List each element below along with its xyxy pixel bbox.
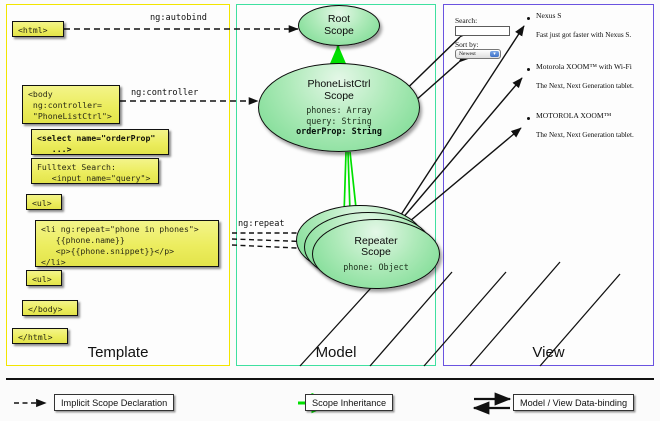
template-box-html-open[interactable]: <html> (12, 21, 64, 37)
scope-phonelistctrl-props-plain: phones: Array query: String (306, 105, 372, 126)
template-box-select-orderprop[interactable]: <select name="orderProp" ...> (31, 129, 169, 155)
scope-repeater-props: phone: Object (343, 262, 409, 273)
view-phone-name[interactable]: Motorola XOOM™ with Wi-Fi (536, 62, 632, 71)
list-bullet (527, 68, 530, 71)
label-ng-controller: ng:controller (131, 88, 199, 98)
view-search-label: Search: (455, 16, 478, 25)
view-phone-name[interactable]: MOTOROLA XOOM™ (536, 111, 612, 120)
view-phone-snippet: The Next, Next Generation tablet. (536, 131, 634, 139)
template-box-body-close[interactable]: </body> (22, 300, 78, 316)
panel-model: Model (236, 4, 436, 366)
template-box-ul-close[interactable]: <ul> (26, 270, 62, 286)
panel-label-model: Model (315, 344, 357, 361)
chevron-down-icon: ▾ (490, 51, 499, 57)
view-sort-selected-value: Newest (459, 51, 476, 57)
template-box-fulltext-search[interactable]: Fulltext Search: <input name="query"> (31, 158, 159, 184)
view-sort-label: Sort by: (455, 40, 479, 49)
template-box-body-controller[interactable]: <body ng:controller= "PhoneListCtrl"> (22, 85, 120, 124)
list-bullet (527, 117, 530, 120)
template-box-html-close[interactable]: </html> (12, 328, 68, 344)
view-search-input[interactable] (455, 26, 510, 36)
legend-implicit-scope: Implicit Scope Declaration (54, 394, 175, 411)
view-phone-snippet: The Next, Next Generation tablet. (536, 82, 634, 90)
legend-scope-inheritance: Scope Inheritance (305, 394, 394, 411)
list-bullet (527, 17, 530, 20)
template-box-li-ngrepeat[interactable]: <li ng:repeat="phone in phones"> {{phone… (35, 220, 219, 267)
scope-phonelistctrl-props-bold: orderProp: String (296, 125, 382, 136)
label-ng-autobind: ng:autobind (150, 13, 207, 23)
template-box-ul-open[interactable]: <ul> (26, 194, 62, 210)
legend-divider (6, 378, 654, 381)
legend-data-binding: Model / View Data-binding (513, 394, 635, 411)
label-ng-repeat: ng:repeat (238, 219, 285, 229)
panel-label-template: Template (87, 344, 149, 361)
view-phone-snippet: Fast just got faster with Nexus S. (536, 31, 632, 39)
panel-label-view: View (532, 344, 565, 361)
view-sort-select[interactable]: Newest ▾ (455, 49, 501, 59)
view-phone-name[interactable]: Nexus S (536, 11, 562, 20)
